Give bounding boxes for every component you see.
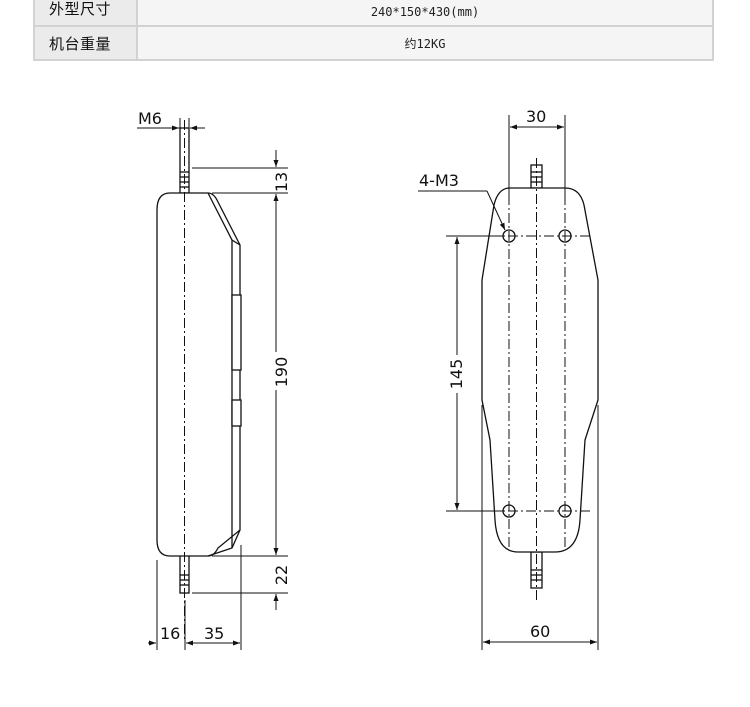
side-view-labels: M6 13 190 22 16 35	[138, 109, 291, 643]
thread-label-m6: M6	[138, 109, 162, 128]
spec-table: 外型尺寸 240*150*430(mm) 机台重量 约12KG	[33, 0, 714, 61]
spec-label: 外型尺寸	[35, 0, 138, 25]
front-view	[481, 158, 599, 602]
dim-label-13: 13	[272, 172, 291, 192]
dim-label-35: 35	[204, 624, 224, 643]
front-view-labels: 30 4-M3 145 60	[419, 107, 550, 641]
dim-label-60: 60	[530, 622, 550, 641]
spec-row-weight: 机台重量 约12KG	[35, 25, 712, 59]
front-view-dimensions	[418, 115, 599, 650]
dim-label-22: 22	[272, 565, 291, 585]
side-body	[156, 192, 241, 557]
side-view	[156, 120, 242, 640]
hole-label-4-m3: 4-M3	[419, 171, 459, 190]
spec-row-dimensions: 外型尺寸 240*150*430(mm)	[35, 0, 712, 25]
front-body	[481, 187, 599, 553]
spec-value: 约12KG	[138, 27, 712, 59]
spec-value: 240*150*430(mm)	[138, 0, 712, 25]
dim-label-145: 145	[447, 359, 466, 390]
dim-label-190: 190	[272, 357, 291, 388]
spec-label: 机台重量	[35, 27, 138, 59]
dim-label-30: 30	[526, 107, 546, 126]
dim-label-16: 16	[160, 624, 180, 643]
